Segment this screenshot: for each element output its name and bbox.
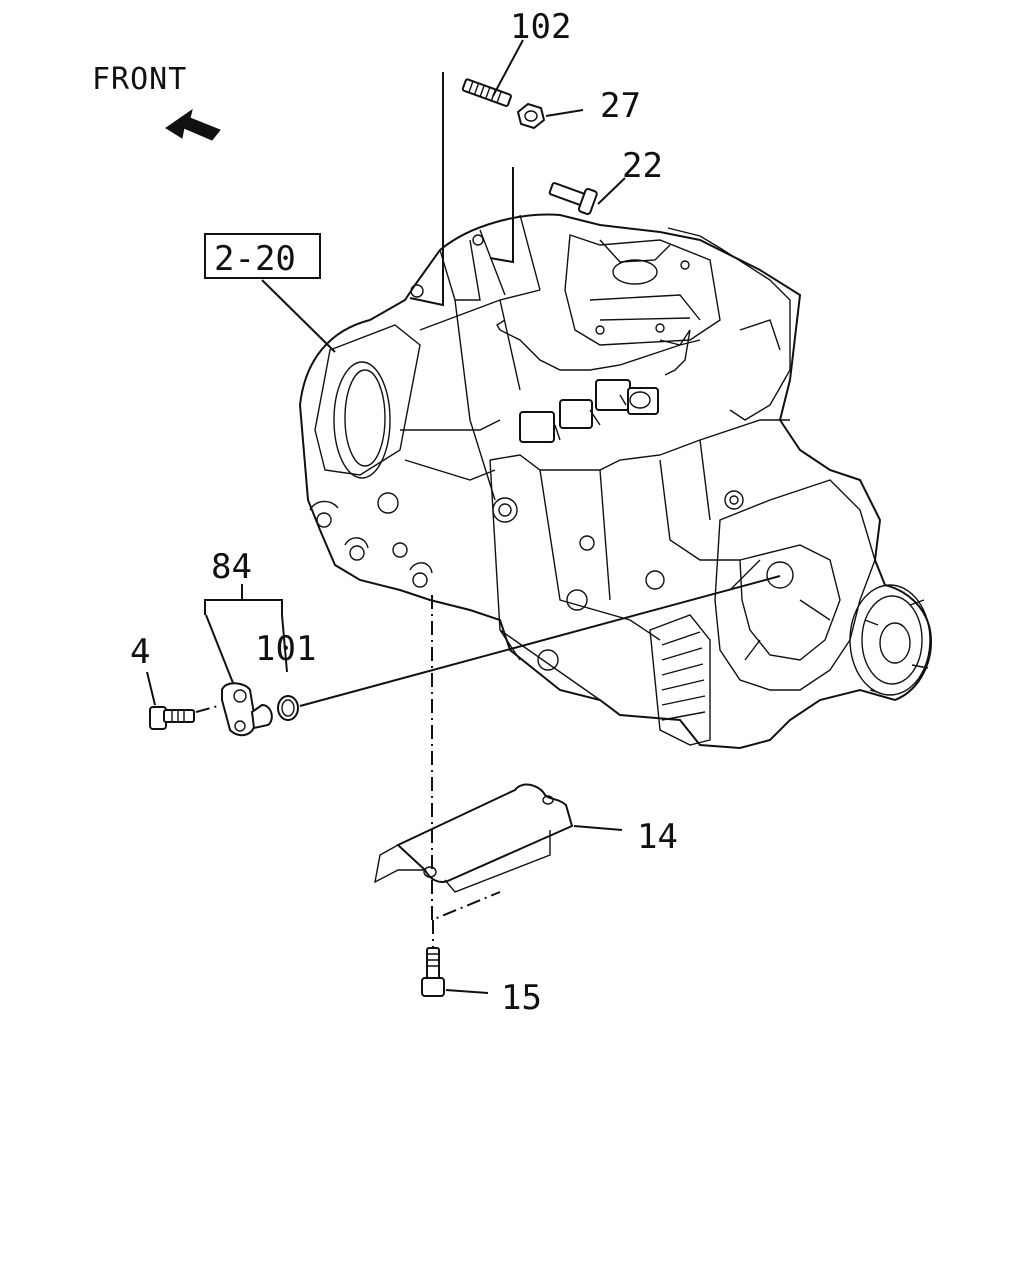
side-cover <box>649 614 711 746</box>
bolt-4[interactable] <box>149 706 195 730</box>
stud-install-line <box>409 72 444 307</box>
bolt-22[interactable] <box>547 177 598 215</box>
cover-bolt-axis <box>431 880 501 922</box>
transmission-assembly <box>298 213 932 750</box>
nut-27[interactable] <box>516 102 546 130</box>
leader-14 <box>573 825 623 831</box>
leader-27 <box>545 109 584 117</box>
reference-box[interactable]: 2-20 <box>204 233 321 279</box>
callout-27[interactable]: 27 <box>600 86 641 126</box>
wiring-harness-connectors <box>496 319 701 443</box>
callout-84[interactable]: 84 <box>211 547 252 587</box>
reference-box-label: 2-20 <box>214 239 296 279</box>
bracket-84 <box>204 584 283 615</box>
leader-84-oring <box>281 614 288 673</box>
stud-102[interactable] <box>461 78 512 107</box>
reference-leader-line <box>261 279 336 353</box>
leader-15 <box>445 989 489 994</box>
leader-4 <box>146 671 156 706</box>
bolt-15[interactable] <box>421 947 445 997</box>
callout-102[interactable]: 102 <box>510 7 571 47</box>
callout-22[interactable]: 22 <box>622 146 663 186</box>
callout-101[interactable]: 101 <box>255 629 316 669</box>
leader-84-sensor <box>205 614 236 689</box>
leader-102 <box>492 39 524 97</box>
cover-plate-14[interactable] <box>374 783 574 893</box>
front-label: FRONT <box>92 62 187 97</box>
callout-15[interactable]: 15 <box>501 978 542 1018</box>
callout-14[interactable]: 14 <box>637 817 678 857</box>
sensor-install-line <box>299 575 781 707</box>
leader-22 <box>597 177 626 205</box>
bolt-install-line <box>489 167 514 264</box>
speed-sensor[interactable] <box>221 682 273 737</box>
bolt-4-axis <box>195 705 219 713</box>
output-flange <box>849 584 931 696</box>
front-arrow-icon <box>165 108 221 141</box>
o-ring-101[interactable] <box>277 695 299 721</box>
callout-4[interactable]: 4 <box>130 632 150 672</box>
